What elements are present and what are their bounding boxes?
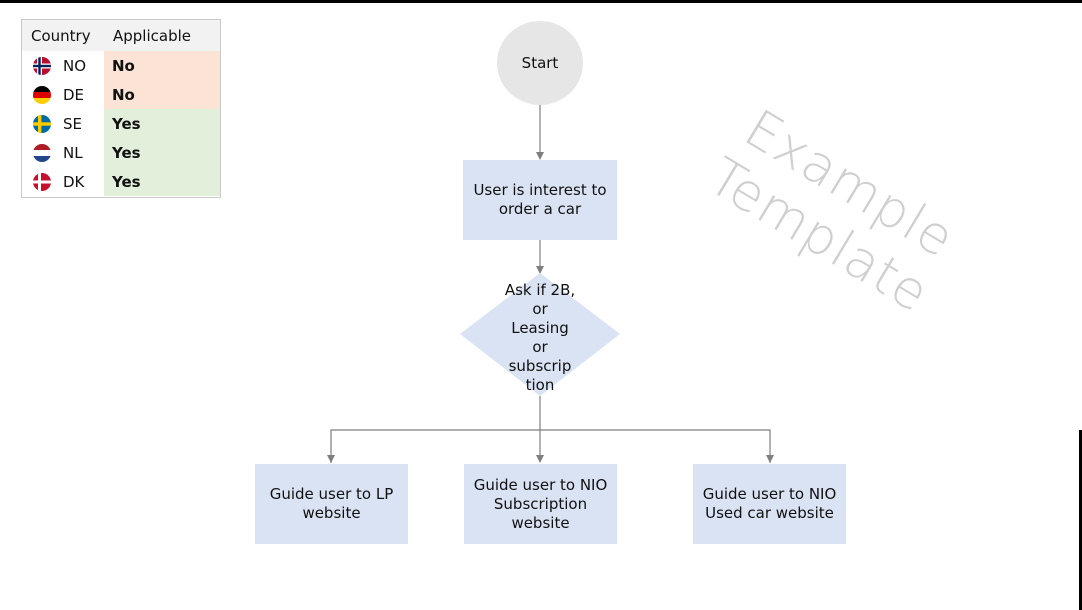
table-row: NL Yes bbox=[22, 138, 220, 167]
country-code: SE bbox=[63, 115, 82, 133]
applicable-value: Yes bbox=[112, 115, 141, 133]
country-code: NO bbox=[63, 57, 87, 75]
branch-line bbox=[330, 429, 771, 463]
applicable-value: No bbox=[112, 86, 135, 104]
table-header: Country Applicable bbox=[22, 20, 220, 51]
applicable-value: Yes bbox=[112, 173, 141, 191]
applicable-value: Yes bbox=[112, 144, 141, 162]
step-interest-box: User is interest to order a car bbox=[463, 160, 617, 240]
outcome-line: Guide user to LP bbox=[269, 485, 394, 503]
norway-flag-icon bbox=[33, 57, 51, 75]
applicable-cell: Yes bbox=[104, 109, 220, 138]
applicable-cell: No bbox=[104, 80, 220, 109]
country-code: DK bbox=[63, 173, 85, 191]
start-label: Start bbox=[521, 54, 559, 72]
outcome-line: website bbox=[511, 513, 570, 532]
outcome-subscription-box: Guide user to NIO Subscription website bbox=[464, 464, 617, 544]
outcome-line: website bbox=[302, 504, 361, 522]
table-row: DK Yes bbox=[22, 167, 220, 196]
outcome-line: Guide user to NIO bbox=[473, 475, 608, 494]
step-line: order a car bbox=[498, 200, 582, 218]
decision-line: or bbox=[532, 300, 548, 318]
decision-label: Ask if 2B, or Leasing or subscrip tion bbox=[496, 281, 584, 395]
start-node: Start bbox=[497, 21, 583, 105]
outcome-used-car-box: Guide user to NIO Used car website bbox=[693, 464, 846, 544]
denmark-flag-icon bbox=[33, 173, 51, 191]
country-header: Country bbox=[31, 27, 91, 45]
table-row: DE No bbox=[22, 80, 220, 109]
applicable-header: Applicable bbox=[113, 27, 191, 45]
decision-line: subscrip bbox=[508, 357, 572, 375]
country-code: NL bbox=[63, 144, 83, 162]
decision-line: Ask if 2B, bbox=[504, 281, 576, 299]
country-code: DE bbox=[63, 86, 85, 104]
table-row: SE Yes bbox=[22, 109, 220, 138]
right-border bbox=[1079, 430, 1082, 610]
applicable-value: No bbox=[112, 57, 135, 75]
decision-line: tion bbox=[525, 376, 555, 394]
applicable-cell: No bbox=[104, 51, 220, 80]
country-table: Country Applicable NO No DE No SE Yes bbox=[21, 19, 221, 198]
decision-line: Leasing bbox=[511, 319, 569, 337]
decision-diamond bbox=[460, 273, 620, 396]
top-border bbox=[0, 0, 1082, 3]
germany-flag-icon bbox=[33, 86, 51, 104]
decision-line: or bbox=[532, 338, 548, 356]
sweden-flag-icon bbox=[33, 115, 51, 133]
applicable-cell: Yes bbox=[104, 167, 220, 196]
outcome-line: Guide user to NIO bbox=[702, 485, 837, 503]
outcome-line: Used car website bbox=[705, 504, 834, 522]
netherlands-flag-icon bbox=[33, 144, 51, 162]
outcome-lp-box: Guide user to LP website bbox=[255, 464, 408, 544]
outcome-line: Subscription bbox=[493, 494, 588, 513]
step-line: User is interest to bbox=[473, 181, 607, 199]
applicable-cell: Yes bbox=[104, 138, 220, 167]
table-row: NO No bbox=[22, 51, 220, 80]
